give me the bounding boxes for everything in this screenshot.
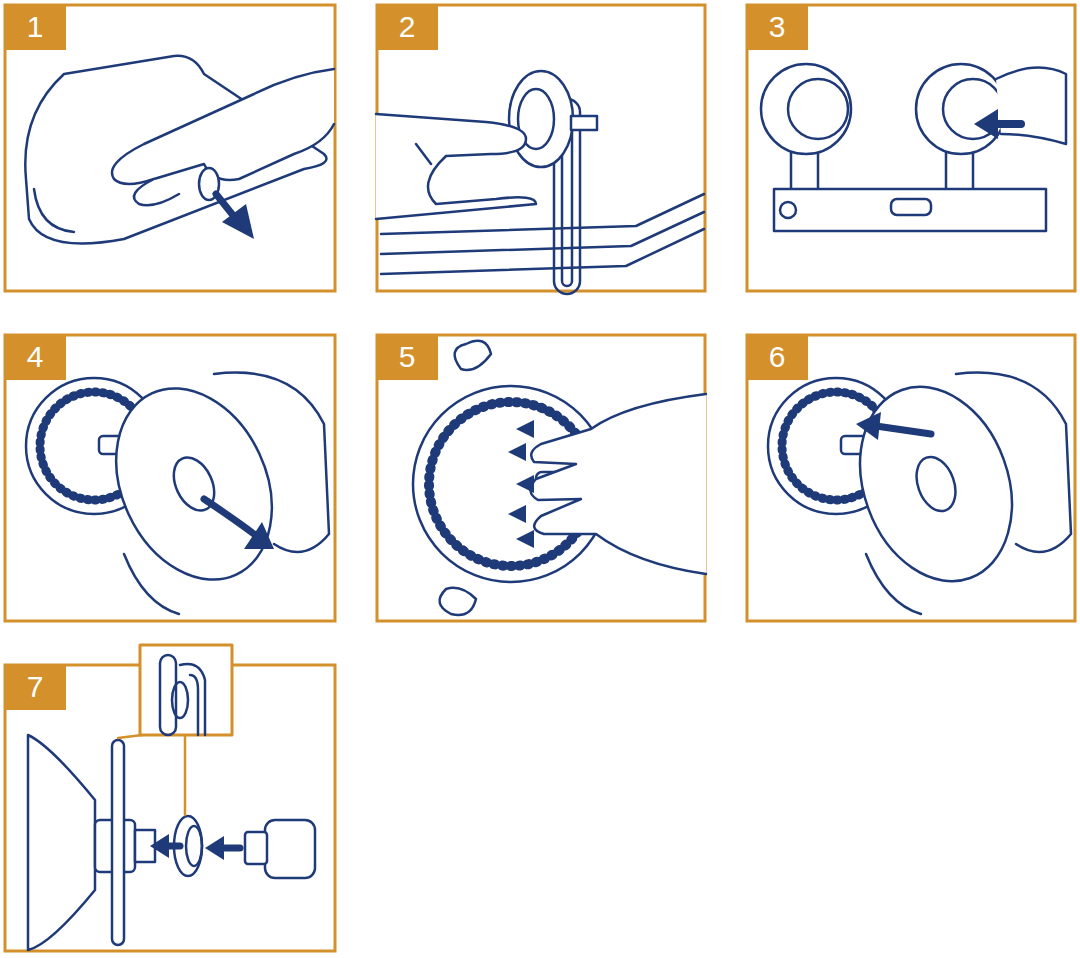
- callout-number: 6: [746, 342, 808, 372]
- press-illustration: [413, 341, 706, 615]
- callout-number: 7: [4, 672, 66, 702]
- step-tabs: [4, 4, 808, 710]
- callout-number: 5: [376, 342, 438, 372]
- level-illustration: [761, 64, 1066, 231]
- panel-frames: [5, 5, 1075, 951]
- assembly-illustration: [28, 645, 315, 950]
- callout-number: 3: [746, 12, 808, 42]
- cup-attach-illustration: [768, 365, 1071, 614]
- basket-illustration: [376, 71, 704, 294]
- cup-remove-illustration: [26, 363, 329, 614]
- callout-number: 2: [376, 12, 438, 42]
- callout-number: 4: [4, 342, 66, 372]
- callout-number: 1: [4, 12, 66, 42]
- wipe-illustration: [25, 56, 334, 244]
